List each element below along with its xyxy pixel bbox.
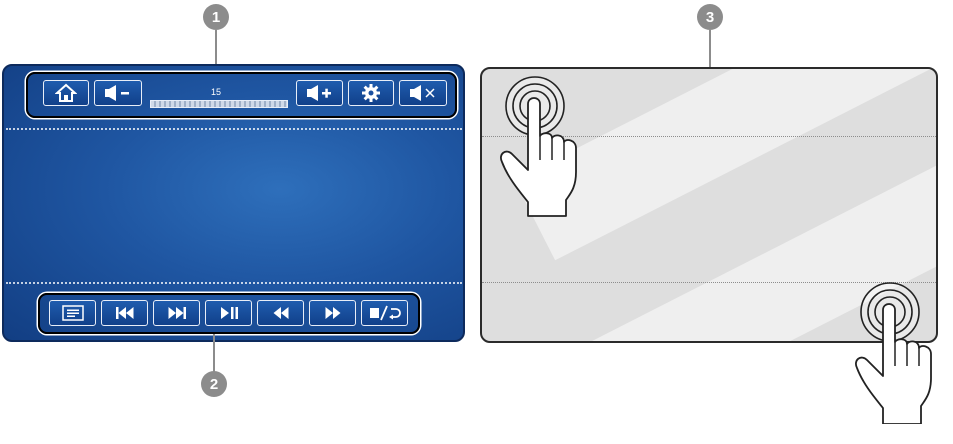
volume-up-icon	[305, 84, 335, 102]
callout-2: 2	[201, 371, 227, 397]
fast-forward-button[interactable]	[309, 300, 356, 326]
skip-next-button[interactable]	[153, 300, 200, 326]
stop-return-button[interactable]	[361, 300, 408, 326]
mute-button[interactable]	[399, 80, 447, 106]
bottom-dotted-divider	[6, 282, 462, 284]
tap-gesture-icon	[494, 74, 594, 219]
fast-forward-icon	[324, 306, 342, 320]
volume-up-button[interactable]	[296, 80, 343, 106]
menu-icon	[62, 305, 84, 321]
home-button[interactable]	[43, 80, 89, 106]
callout-1: 1	[203, 4, 229, 30]
tap-gesture-icon	[852, 280, 952, 424]
top-dotted-divider	[6, 128, 462, 130]
play-pause-button[interactable]	[205, 300, 252, 326]
rewind-button[interactable]	[257, 300, 304, 326]
volume-down-button[interactable]	[94, 80, 142, 106]
settings-icon	[361, 83, 381, 103]
volume-down-icon	[103, 84, 133, 102]
volume-slider[interactable]	[150, 100, 288, 108]
callout-2-leader	[213, 334, 215, 372]
skip-next-icon	[166, 306, 188, 320]
callout-3: 3	[697, 4, 723, 30]
skip-previous-icon	[114, 306, 136, 320]
settings-button[interactable]	[348, 80, 394, 106]
volume-level-label: 15	[206, 87, 226, 97]
stop-return-icon	[368, 305, 402, 321]
rewind-icon	[272, 306, 290, 320]
home-icon	[55, 83, 77, 103]
play-pause-icon	[218, 306, 240, 320]
mute-icon	[408, 84, 438, 102]
menu-button[interactable]	[49, 300, 96, 326]
skip-previous-button[interactable]	[101, 300, 148, 326]
